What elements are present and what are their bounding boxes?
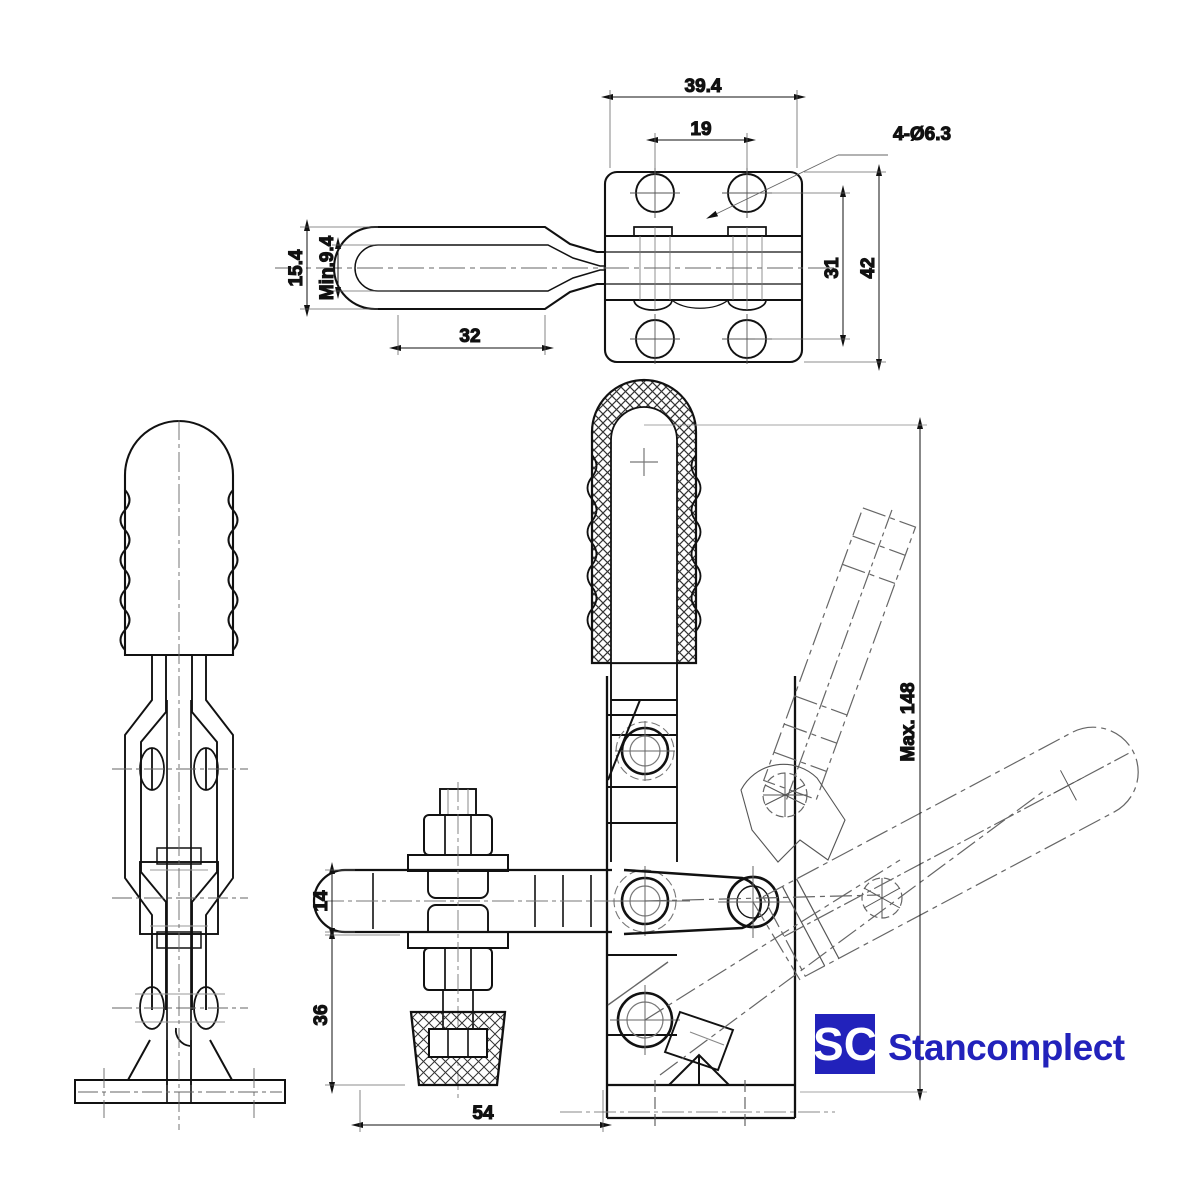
top-view-handle-strip <box>605 234 802 302</box>
front-view-upper-pivot <box>615 721 675 781</box>
side-view-group <box>74 419 286 1130</box>
dim-label-36: 36 <box>311 1004 332 1025</box>
dim-31: 31 <box>755 185 850 347</box>
logo-brand-name: Stancomplect <box>888 1027 1125 1068</box>
front-view-phantom-open-position <box>644 507 1139 1076</box>
dim-42: 42 <box>804 164 886 371</box>
company-logo: SC Stancomplect <box>813 1014 1125 1074</box>
dim-label-39-4: 39.4 <box>685 76 722 97</box>
dim-label-54: 54 <box>472 1103 494 1124</box>
dim-36: 36 <box>310 927 405 1094</box>
dim-label-min-9-4: Min.9.4 <box>317 235 338 300</box>
front-view-contact-pad <box>663 1010 735 1072</box>
dim-14: 14 <box>310 862 355 940</box>
side-view-grip <box>123 419 235 657</box>
front-view-bracket-ribs <box>607 714 677 1036</box>
front-view-handle <box>586 378 702 665</box>
front-view-stiffener-2 <box>607 961 669 1006</box>
dim-max-148: Max. 148 <box>644 417 927 1101</box>
side-view-base-foot <box>74 1039 286 1104</box>
callout-hole-size: 4-Ø6.3 <box>706 123 952 219</box>
top-view-lever-tabs <box>633 226 767 311</box>
front-view-link-pin <box>718 866 790 938</box>
dim-54: 54 <box>351 1090 612 1132</box>
front-view-stiffener <box>607 699 641 781</box>
top-view-handle-inner <box>354 244 605 292</box>
dim-32: 32 <box>389 315 554 355</box>
top-view-base-plate <box>603 170 804 364</box>
dim-19: 19 <box>646 118 756 178</box>
top-view-group: 39.4 19 42 31 4-Ø6.3 <box>275 75 952 371</box>
top-view-pivot-arc <box>671 299 729 309</box>
top-view-handle-grip <box>333 225 605 311</box>
dim-min-9-4: Min.9.4 <box>316 235 400 301</box>
dim-label-max-148: Max. 148 <box>898 682 919 761</box>
dim-label-14: 14 <box>311 890 332 912</box>
front-view-bracket <box>605 676 797 1120</box>
side-view-fork <box>124 655 234 1010</box>
dim-label-31: 31 <box>822 257 843 279</box>
front-view-rubber-tip <box>409 1010 507 1087</box>
dim-39-4: 39.4 <box>601 75 806 168</box>
dim-label-19: 19 <box>690 119 711 140</box>
side-view-spine <box>166 700 192 1085</box>
logo-mark-letters: SC <box>813 1018 877 1070</box>
dim-label-42: 42 <box>858 257 879 278</box>
logo-mark-square <box>815 1014 875 1074</box>
front-view-group: 14 36 54 Max. 148 <box>310 378 1139 1132</box>
side-view-grip-ribs <box>119 489 239 651</box>
front-view-handle-shaft <box>610 663 678 862</box>
callout-label-hole-size: 4-Ø6.3 <box>893 124 951 145</box>
dim-label-32: 32 <box>459 326 480 347</box>
front-view-base-gusset <box>668 1053 730 1086</box>
dim-label-15-4: 15.4 <box>286 249 307 286</box>
dim-15-4: 15.4 <box>285 219 378 317</box>
